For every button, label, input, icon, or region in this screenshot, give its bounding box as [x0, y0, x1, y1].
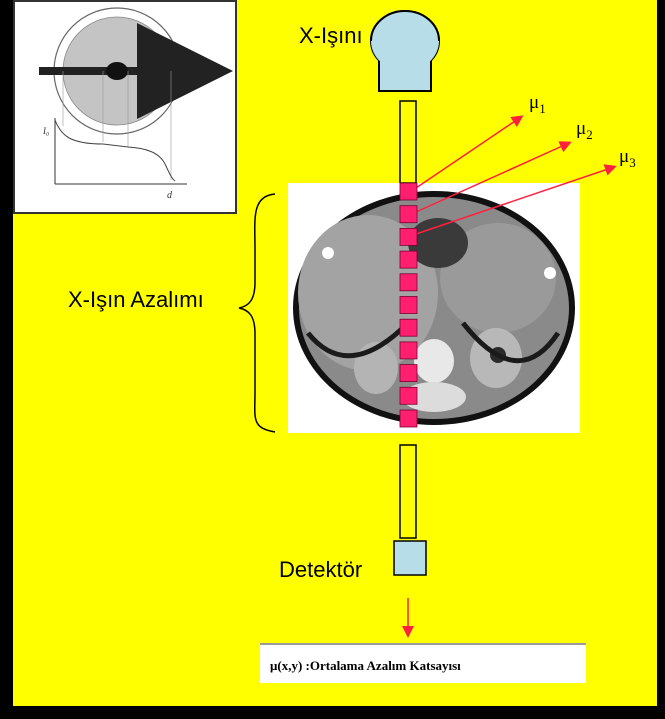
attenuation-label: X-Işın Azalımı	[68, 287, 204, 313]
voxel	[400, 319, 417, 336]
mu3-symbol: μ	[619, 146, 629, 167]
xray-source-label: X-Işını	[299, 23, 363, 49]
voxel	[400, 251, 417, 268]
voxel	[400, 274, 417, 291]
caption-box: μ(x,y) :Ortalama Azalım Katsayısı	[260, 643, 586, 683]
voxel	[400, 410, 417, 427]
inset-attenuation-plot: I₀ d	[13, 0, 237, 214]
mu3-subscript: 3	[629, 155, 636, 170]
voxel	[400, 228, 417, 245]
voxel	[400, 183, 417, 200]
caption-text: μ(x,y) :Ortalama Azalım Katsayısı	[270, 658, 461, 674]
mu1-label: μ1	[529, 92, 546, 117]
mu1-symbol: μ	[529, 92, 539, 113]
inset-ylabel: I₀	[42, 126, 49, 136]
voxel	[400, 206, 417, 223]
voxel	[400, 387, 417, 404]
mu1-ray	[416, 117, 521, 188]
diagram-canvas: I₀ d X-Işını X-Işın Azalımı Detektör μ1 …	[13, 0, 657, 706]
voxel	[400, 297, 417, 314]
mu2-symbol: μ	[576, 118, 586, 139]
mu2-ray	[416, 143, 569, 212]
voxel	[400, 342, 417, 359]
inset-xlabel: d	[167, 190, 173, 201]
mu3-ray	[416, 167, 614, 234]
detector-label: Detektör	[279, 557, 362, 583]
voxel	[400, 365, 417, 382]
ray-voxels	[400, 183, 417, 427]
mu1-subscript: 1	[539, 101, 546, 116]
mu3-label: μ3	[619, 146, 636, 171]
mu2-subscript: 2	[586, 127, 593, 142]
mu2-label: μ2	[576, 118, 593, 143]
